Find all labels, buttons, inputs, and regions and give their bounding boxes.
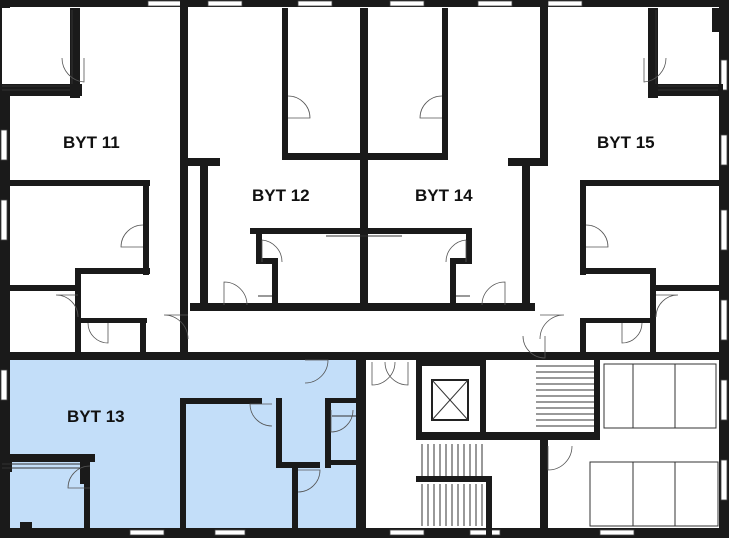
byt14-label: BYT 14 xyxy=(415,186,473,205)
door-swing-icon xyxy=(55,57,679,493)
unit-labels: BYT 11 BYT 12 BYT 13 BYT 14 BYT 15 xyxy=(63,133,655,426)
storage-panels xyxy=(589,363,719,527)
byt15-label: BYT 15 xyxy=(597,133,655,152)
stairs-icon xyxy=(421,365,594,526)
loggia-top-left xyxy=(0,8,82,98)
elevator-icon xyxy=(431,379,469,421)
byt13-label: BYT 13 xyxy=(67,407,125,426)
byt11-label: BYT 11 xyxy=(63,133,120,152)
byt12-label: BYT 12 xyxy=(252,186,310,205)
loggia-top-right xyxy=(648,8,723,98)
